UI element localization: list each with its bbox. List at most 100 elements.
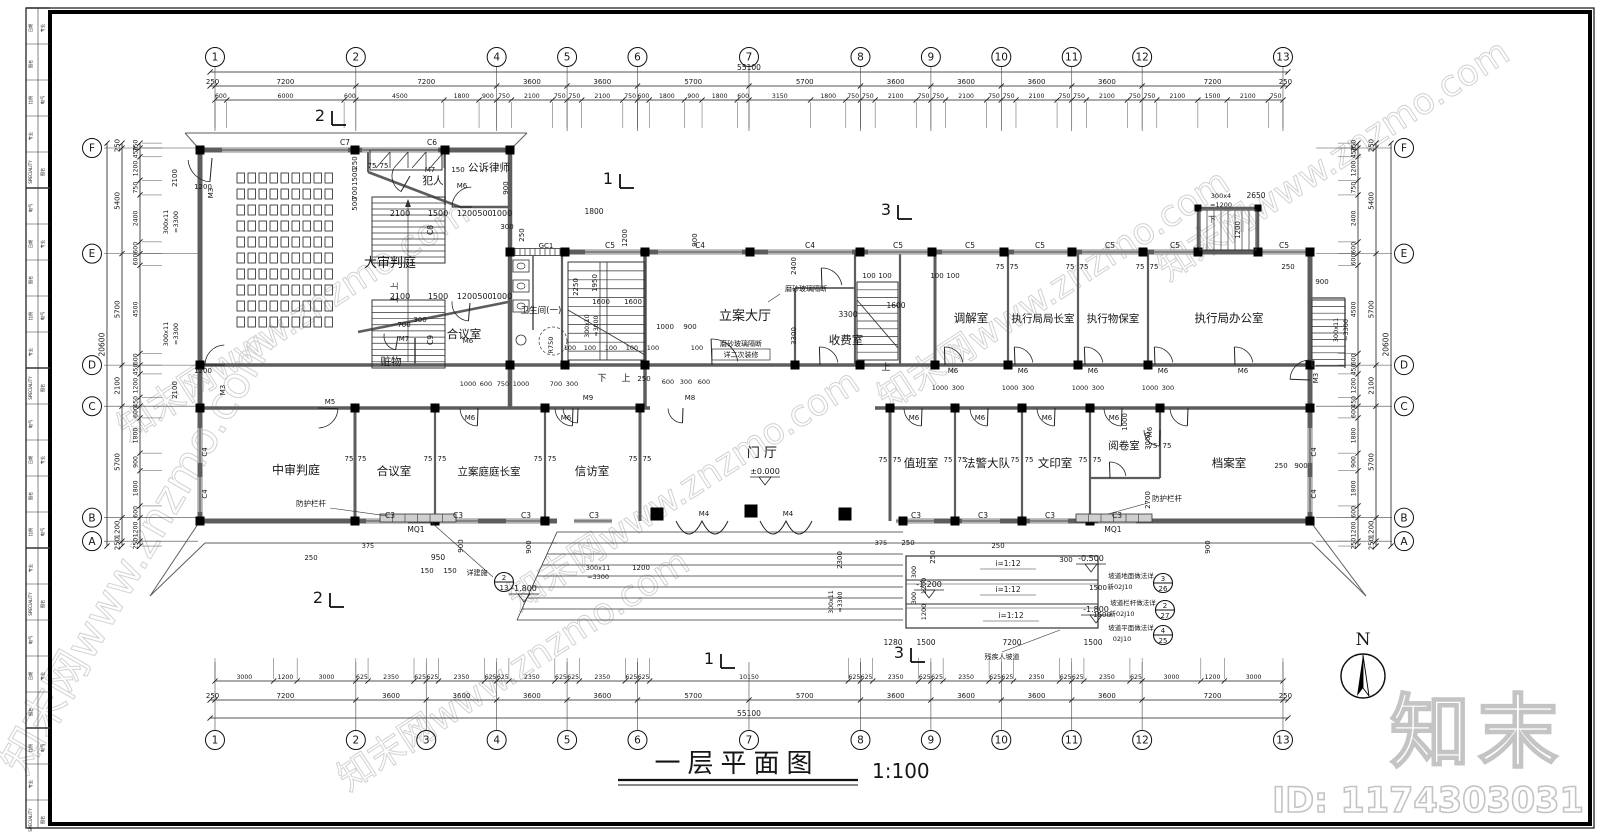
dim-label: 600 — [1351, 353, 1358, 365]
annotation-label: 新02J10 — [1108, 582, 1133, 591]
dim-label: 625 — [1060, 674, 1072, 681]
gallery-seat — [324, 220, 333, 232]
annotation-label: 600 — [480, 380, 492, 388]
gallery-seat — [258, 188, 267, 200]
grid-bubble-label: 5 — [564, 735, 571, 747]
annotation-label: 1500 — [351, 168, 359, 186]
annotation-label: 900 — [683, 323, 696, 331]
annotation-label: 900 — [1294, 462, 1307, 470]
level-mark-label: -1.800 — [511, 584, 537, 593]
gallery-seat — [236, 252, 245, 264]
dim-label: 625 — [497, 674, 509, 681]
door-arc — [1014, 346, 1034, 363]
gallery-seat — [258, 300, 267, 312]
annotation-label: 300x11 — [162, 210, 170, 235]
column — [950, 403, 960, 413]
gallery-seat — [313, 188, 322, 200]
annotation-label: 100 — [647, 344, 659, 352]
grid-bubble-label: 5 — [564, 52, 571, 64]
dim-label: 5700 — [1368, 453, 1376, 471]
dim-label: 3600 — [957, 692, 975, 700]
url-watermark: 知末网www.znzmo.com — [871, 162, 1237, 420]
annotation-label: C3 — [453, 511, 463, 520]
annotation-label: M9 — [583, 394, 594, 402]
dim-label: 3600 — [887, 78, 905, 86]
annotation-label: 1200 — [920, 604, 928, 621]
annotation-label: 300 — [910, 566, 918, 578]
annotation-label: 500 — [477, 292, 492, 301]
door-arc — [554, 408, 573, 427]
column — [1305, 360, 1315, 370]
dim-label: 2350 — [1099, 674, 1115, 681]
dim-label: 3600 — [1028, 692, 1046, 700]
gallery-seat — [280, 252, 289, 264]
inner-frame — [48, 10, 1592, 826]
column — [560, 247, 570, 257]
grid-bubble — [738, 730, 759, 750]
grid-bubble — [1394, 355, 1414, 376]
dim-label: 2350 — [958, 674, 974, 681]
dim-label: 2350 — [454, 674, 470, 681]
title-strip-cell-label: 比例 — [27, 312, 34, 320]
dim-label: 625 — [426, 674, 438, 681]
column — [350, 145, 360, 155]
gallery-seat — [247, 252, 256, 264]
dim-label: 2350 — [594, 674, 610, 681]
annotation-label: M6 — [1109, 414, 1120, 422]
annotation-label: C3 — [911, 511, 921, 520]
grid-bubble — [850, 47, 871, 67]
gallery-seat — [280, 236, 289, 248]
title-strip-cell-label: SPECIALITY — [28, 592, 33, 616]
ramp — [905, 555, 1099, 629]
grid-bubble — [991, 47, 1012, 67]
door-arc — [1289, 359, 1310, 380]
annotation-label: 防护栏杆 — [1152, 493, 1182, 503]
annotation-label: 防护栏杆 — [296, 498, 326, 508]
door-arc — [711, 338, 739, 362]
level-mark-label: -0.500 — [1078, 554, 1104, 563]
gallery-seat — [302, 300, 311, 312]
grid-bubble-label: 3 — [423, 735, 430, 747]
room-label: 档案室 — [1212, 456, 1247, 470]
gallery-seat — [269, 300, 278, 312]
annotation-label: C4 — [1310, 489, 1318, 499]
gallery-seat — [236, 188, 245, 200]
gallery-seat — [236, 204, 245, 216]
annotation-label: C5 — [1279, 241, 1289, 250]
dim-label: 4500 — [392, 93, 408, 100]
annotation-label: M4 — [783, 510, 794, 518]
gallery-seat — [258, 204, 267, 216]
gallery-seat — [236, 300, 245, 312]
grid-bubble-label: 8 — [857, 735, 864, 747]
dim-label: 625 — [356, 674, 368, 681]
column — [999, 247, 1009, 257]
logo-watermark: 知末 — [1390, 686, 1566, 779]
dim-label: 625 — [919, 674, 931, 681]
annotation-label: 2100 — [171, 381, 179, 399]
gallery-seat — [313, 172, 322, 184]
annotation-label: 250 — [1281, 263, 1294, 271]
gallery-seat — [280, 172, 289, 184]
annotation-label: 300 — [413, 316, 426, 324]
dim-label: 750 — [932, 93, 944, 100]
column — [1067, 247, 1077, 257]
grid-bubble-label: 6 — [634, 52, 641, 64]
dim-label: 900 — [133, 456, 140, 468]
annotation-label: C3 — [589, 511, 599, 520]
column — [1305, 403, 1315, 413]
title-strip-cell-value: 专业 — [39, 24, 46, 32]
dim-label: 3600 — [593, 78, 611, 86]
door-arc — [318, 408, 339, 429]
annotation-label: 600 — [698, 378, 710, 386]
column — [195, 516, 205, 526]
column — [505, 360, 515, 370]
title-strip-cell-label: 专业 — [27, 780, 34, 788]
annotation-label: 250 — [518, 228, 526, 241]
detail-bubble-den: 13 — [500, 584, 509, 592]
annotation-label: 75 — [1066, 263, 1075, 271]
grid-bubble — [627, 730, 648, 750]
level-mark-symbol — [1084, 563, 1098, 573]
dim-label: 5400 — [114, 192, 122, 210]
dim-label: 20600 — [98, 332, 107, 356]
dim-label: 2100 — [1368, 377, 1376, 395]
